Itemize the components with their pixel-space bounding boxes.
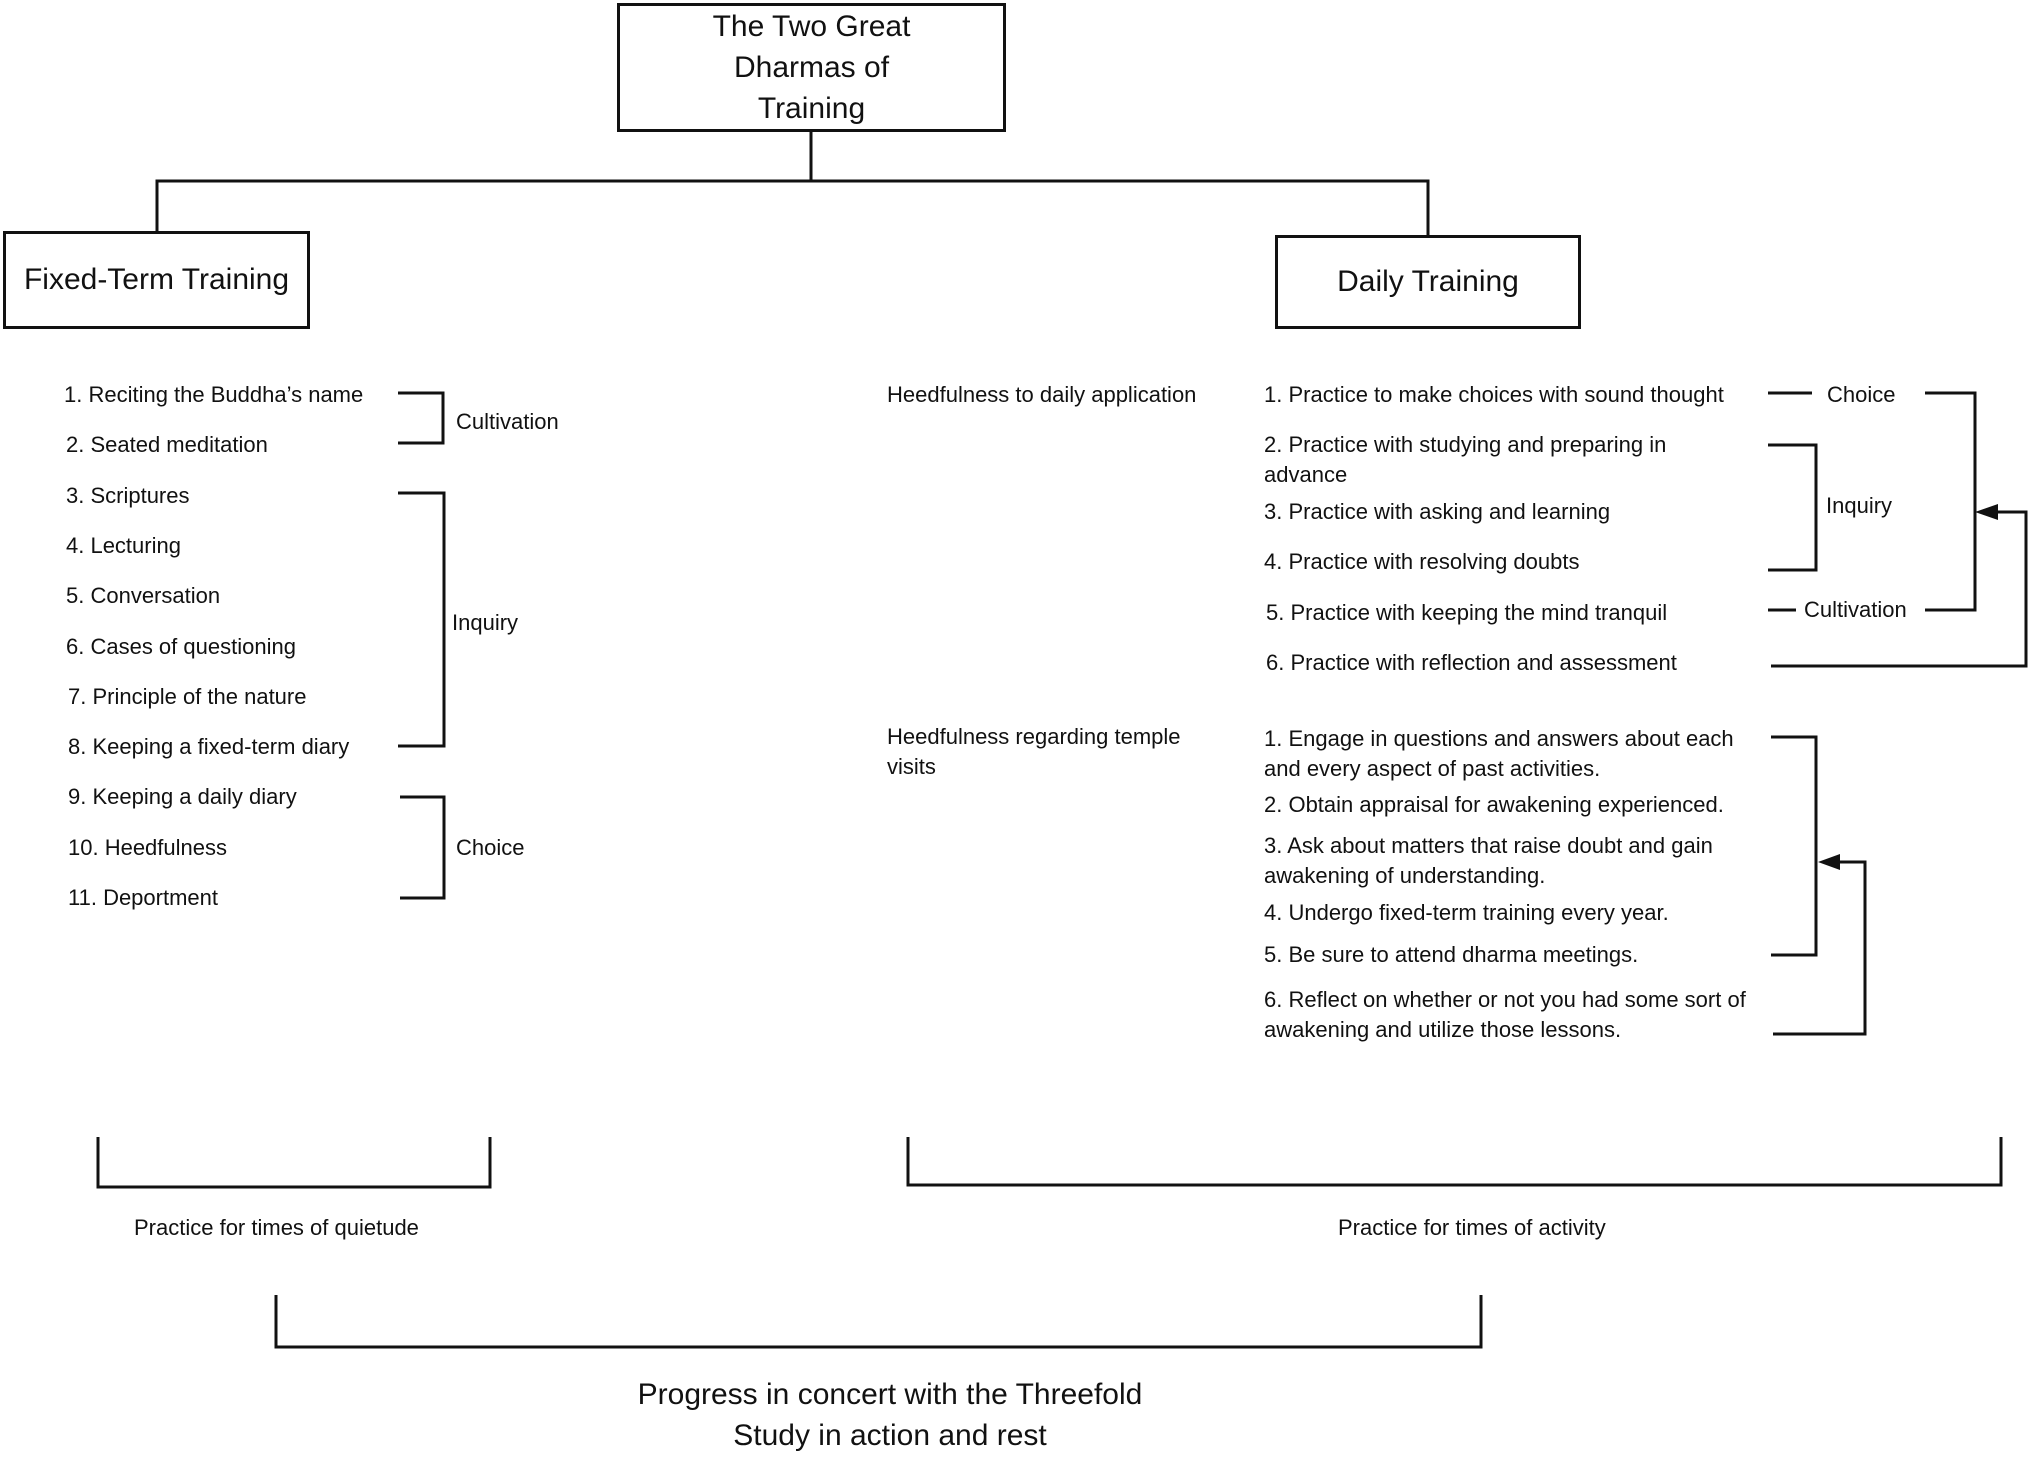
daily-title: Daily Training: [1337, 265, 1519, 298]
daily-item: 6. Practice with reflection and assessme…: [1266, 650, 1677, 675]
fixed-term-title: Fixed-Term Training: [23, 263, 290, 296]
temple-item: 3. Ask about matters that raise doubt an…: [1264, 833, 1713, 888]
quietude-bracket: [96, 1137, 492, 1189]
temple-item: 4. Undergo fixed-term training every yea…: [1264, 900, 1669, 925]
daily-item: 1. Practice to make choices with sound t…: [1264, 382, 1724, 407]
feedback-arrow: [1771, 510, 2028, 668]
daily-item: 3. Practice with asking and learning: [1264, 499, 1611, 524]
group-label-choice-daily: Choice: [1827, 382, 1896, 407]
fixed-item: 2. Seated meditation: [66, 432, 268, 457]
conclusion-text: Progress in concert with the Threefold S…: [637, 1378, 1143, 1452]
title-box: The Two Great Dharmas of Training: [617, 3, 1006, 132]
choice-bracket: [400, 795, 446, 900]
daily-box: Daily Training: [1275, 235, 1581, 329]
daily-item: 5. Practice with keeping the mind tranqu…: [1266, 600, 1668, 625]
temple-item: 5. Be sure to attend dharma meetings.: [1264, 942, 1639, 967]
fixed-item: 11. Deportment: [68, 885, 219, 910]
section-heading: Heedfulness to daily application: [887, 382, 1197, 407]
group-label-inquiry: Inquiry: [452, 610, 519, 635]
title-text: The Two Great Dharmas of Training: [712, 10, 911, 125]
fixed-item: 5. Conversation: [66, 583, 221, 608]
group-label-cultivation: Cultivation: [456, 409, 559, 434]
group-label-inquiry-daily: Inquiry: [1826, 493, 1893, 518]
cultivation-bracket: [398, 391, 445, 445]
activity-bracket: [906, 1137, 2003, 1187]
temple-item: 2. Obtain appraisal for awakening experi…: [1264, 792, 1724, 817]
temple-item: 1. Engage in questions and answers about…: [1264, 726, 1734, 781]
group-label-choice: Choice: [456, 835, 525, 860]
fixed-item: 6. Cases of questioning: [66, 634, 296, 659]
daily-item: 4. Practice with resolving doubts: [1264, 549, 1580, 574]
tree-connector: [155, 132, 1430, 235]
temple-feedback-arrow: [1773, 860, 1867, 1036]
fixed-item: 10. Heedfulness: [68, 835, 227, 860]
temple-item: 6. Reflect on whether or not you had som…: [1264, 987, 1746, 1042]
concert-bracket: [274, 1295, 1483, 1349]
fixed-item: 4. Lecturing: [66, 533, 181, 558]
fixed-item: 7. Principle of the nature: [68, 684, 307, 709]
daily-item: 2. Practice with studying and preparing …: [1264, 432, 1667, 487]
inquiry-bracket-daily: [1768, 443, 1818, 572]
fixed-item: 3. Scriptures: [66, 483, 190, 508]
footer-quietude: Practice for times of quietude: [134, 1215, 419, 1240]
fixed-term-box: Fixed-Term Training: [3, 231, 310, 329]
footer-activity: Practice for times of activity: [1338, 1215, 1606, 1240]
outer-bracket-daily: [1925, 391, 1977, 612]
fixed-item: 9. Keeping a daily diary: [68, 784, 297, 809]
fixed-item: 1. Reciting the Buddha’s name: [64, 382, 364, 407]
arrowhead-icon: [1975, 504, 1998, 520]
inquiry-bracket: [398, 491, 446, 748]
temple-bracket: [1771, 735, 1818, 957]
fixed-item: 8. Keeping a fixed-term diary: [68, 734, 350, 759]
section-heading: Heedfulness regarding temple visits: [887, 724, 1181, 779]
arrowhead-icon: [1818, 854, 1840, 870]
group-label-cultivation-daily: Cultivation: [1804, 597, 1907, 622]
